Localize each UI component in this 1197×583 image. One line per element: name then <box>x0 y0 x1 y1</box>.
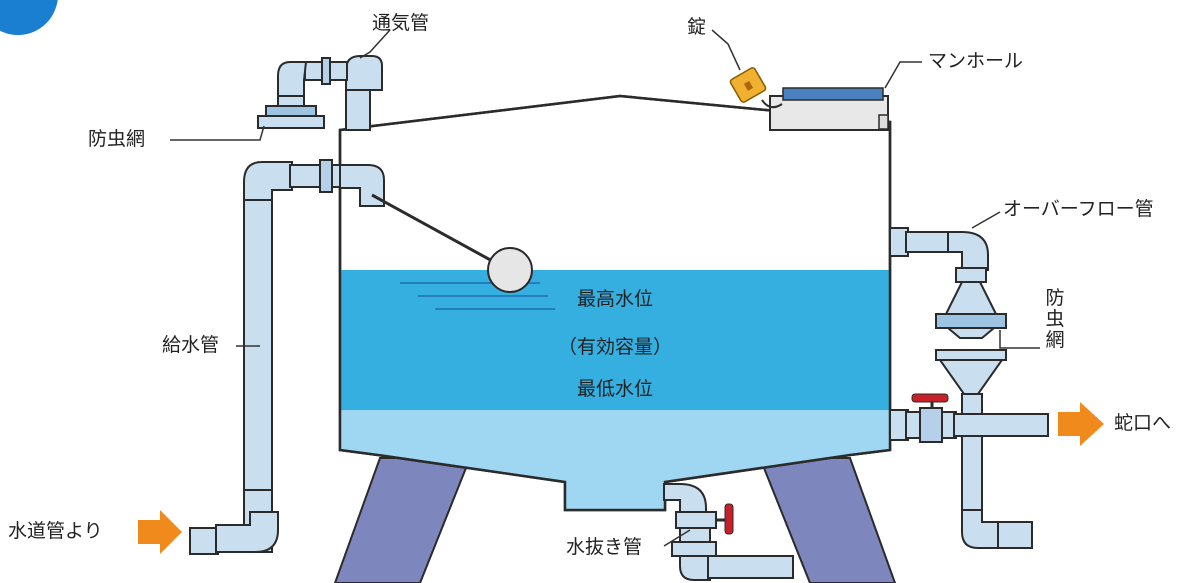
label-insect-net-side: 防 虫 網 <box>1045 287 1065 351</box>
label-vent-pipe: 通気管 <box>372 12 430 34</box>
valve-icon <box>716 503 734 535</box>
drain-pipe <box>663 483 794 581</box>
label-low-level: 最低水位 <box>576 378 654 400</box>
vent-pipe <box>257 55 383 131</box>
supply-pipe <box>189 159 385 555</box>
outlet-pipe <box>889 407 1049 443</box>
float-arm <box>371 193 506 270</box>
label-lock: 錠 <box>687 16 707 38</box>
arrow-in-icon <box>138 510 182 554</box>
tank-leg-left <box>333 457 472 583</box>
valve-icon <box>911 393 949 408</box>
water-effective <box>341 270 889 410</box>
arrow-out-icon <box>1058 402 1104 446</box>
lock-icon <box>729 67 767 103</box>
manhole-hinge <box>878 114 889 130</box>
label-capacity: （有効容量） <box>557 336 673 358</box>
label-drain-pipe: 水抜き管 <box>566 536 643 558</box>
label-supply-pipe: 給水管 <box>162 334 220 356</box>
manhole-lid <box>782 87 884 101</box>
corner-badge <box>0 0 58 35</box>
water-bottom <box>341 410 889 509</box>
manhole-base <box>769 95 889 131</box>
label-insect-net-top: 防虫網 <box>88 128 146 150</box>
overflow-pipe <box>889 227 1007 339</box>
overflow-funnel <box>935 349 1033 549</box>
leader-lines <box>170 29 1040 547</box>
float-ball-icon <box>487 247 533 293</box>
label-to-faucet: 蛇口へ <box>1114 412 1172 434</box>
label-manhole: マンホール <box>928 50 1024 72</box>
lock-shackle <box>761 99 783 109</box>
label-high-level: 最高水位 <box>576 288 654 310</box>
label-overflow-pipe: オーバーフロー管 <box>1003 198 1154 220</box>
label-from-main: 水道管より <box>8 520 103 542</box>
